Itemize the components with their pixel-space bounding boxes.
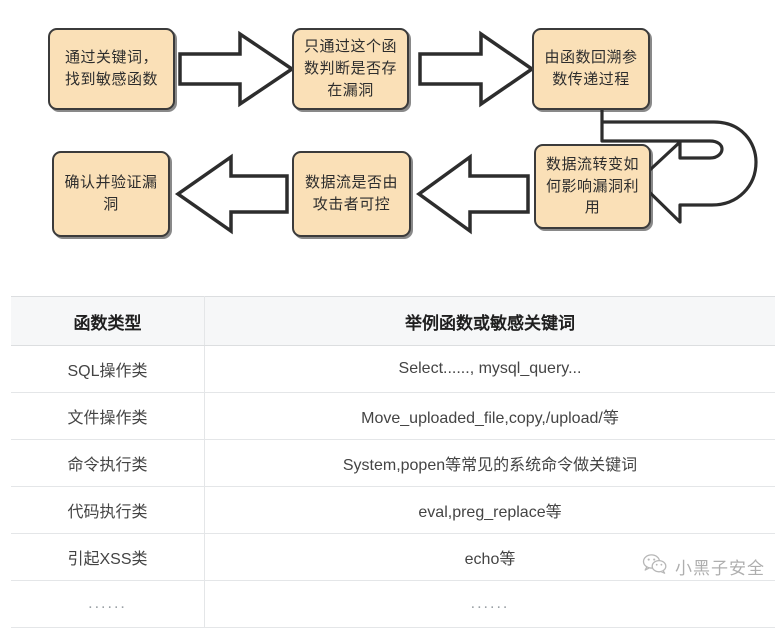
column-header-examples: 举例函数或敏感关键词 — [204, 296, 775, 346]
flow-box-attacker-controllable: 数据流是否由 攻击者可控 — [292, 151, 411, 237]
table-row: 引起XSS类 echo等 — [11, 533, 775, 581]
flow-box-confirm-verify: 确认并验证漏 洞 — [52, 151, 170, 237]
arrow-box4-to-box5 — [416, 153, 530, 235]
table-row: 命令执行类 System,popen等常见的系统命令做关键词 — [11, 439, 775, 487]
cell-function-type: 命令执行类 — [11, 439, 205, 487]
table-header-row: 函数类型 举例函数或敏感关键词 — [11, 296, 775, 346]
cell-examples: Move_uploaded_file,copy,/upload/等 — [204, 392, 775, 440]
table-row: 代码执行类 eval,preg_replace等 — [11, 486, 775, 534]
flow-box-label: 数据流转变如 何影响漏洞利 用 — [545, 155, 639, 217]
table-row: ...... ...... — [11, 580, 775, 628]
arrow-box3-to-box4 — [600, 108, 758, 224]
cell-function-type: ...... — [11, 580, 205, 628]
cell-function-type: 文件操作类 — [11, 392, 205, 440]
flow-box-label: 只通过这个函 数判断是否存 在漏洞 — [303, 38, 397, 99]
arrow-box2-to-box3 — [418, 30, 536, 108]
flow-box-trace-parameters: 由函数回溯参 数传递过程 — [532, 28, 650, 110]
sensitive-function-table: 函数类型 举例函数或敏感关键词 SQL操作类 Select......, mys… — [11, 296, 775, 628]
flow-box-label: 数据流是否由 攻击者可控 — [304, 174, 398, 213]
flow-box-judge-vulnerability: 只通过这个函 数判断是否存 在漏洞 — [292, 28, 409, 110]
arrow-box1-to-box2 — [178, 30, 296, 108]
cell-function-type: SQL操作类 — [11, 345, 205, 393]
cell-examples: ...... — [204, 580, 775, 628]
cell-examples: System,popen等常见的系统命令做关键词 — [204, 439, 775, 487]
flow-box-dataflow-impact: 数据流转变如 何影响漏洞利 用 — [534, 144, 651, 229]
cell-function-type: 引起XSS类 — [11, 533, 205, 581]
flowchart: 通过关键词， 找到敏感函数 只通过这个函 数判断是否存 在漏洞 由函数回溯参 数… — [0, 0, 781, 265]
flow-box-label: 通过关键词， 找到敏感函数 — [64, 49, 158, 88]
flowchart-arrows — [174, 30, 758, 235]
arrow-box5-to-box6 — [174, 153, 289, 235]
table-header: 函数类型 举例函数或敏感关键词 — [11, 296, 775, 346]
table-row: 文件操作类 Move_uploaded_file,copy,/upload/等 — [11, 392, 775, 440]
sensitive-function-table-wrapper: 函数类型 举例函数或敏感关键词 SQL操作类 Select......, mys… — [11, 296, 775, 628]
table-row: SQL操作类 Select......, mysql_query... — [11, 345, 775, 393]
cell-examples: echo等 — [204, 533, 775, 581]
flow-box-label: 由函数回溯参 数传递过程 — [544, 49, 638, 88]
table-body: SQL操作类 Select......, mysql_query... 文件操作… — [11, 345, 775, 628]
column-header-function-type: 函数类型 — [11, 296, 205, 346]
cell-function-type: 代码执行类 — [11, 486, 205, 534]
cell-examples: Select......, mysql_query... — [204, 345, 775, 393]
cell-examples: eval,preg_replace等 — [204, 486, 775, 534]
flow-box-label: 确认并验证漏 洞 — [64, 174, 158, 213]
flow-box-keyword-search: 通过关键词， 找到敏感函数 — [48, 28, 175, 110]
